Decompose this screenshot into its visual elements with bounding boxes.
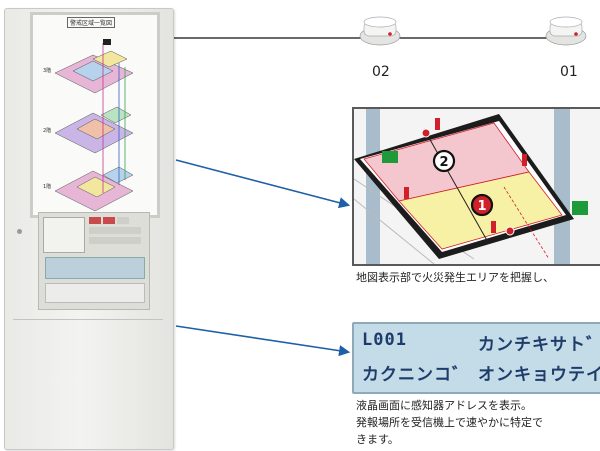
zone-marker-2 xyxy=(432,149,456,173)
panel-button-red-2[interactable] xyxy=(103,217,115,224)
smoke-detector-01-icon xyxy=(545,16,587,46)
panel-lcd-mini xyxy=(45,257,145,279)
floor-label-2: 2階 xyxy=(43,128,52,134)
floor-map-detail: 2 1 xyxy=(352,107,600,266)
floor-map-drawing: 2 1 xyxy=(354,109,588,264)
smoke-detector-02-icon xyxy=(359,16,401,46)
caption-map: 地図表示部で火災発生エリアを把握し、 xyxy=(356,271,554,284)
arrow-to-lcd-icon xyxy=(175,325,351,357)
caption-lcd-line3: きます。 xyxy=(356,433,399,446)
status-display-window xyxy=(43,217,85,253)
panel-button-row[interactable] xyxy=(89,227,141,234)
map-title: 警戒区域一覧図 xyxy=(67,17,116,28)
lcd-row1-right: カンチキサト゛ウ xyxy=(478,335,600,355)
exit-sign-icon xyxy=(382,151,398,163)
floor-label-1: 1階 xyxy=(43,184,52,190)
caption-lcd-line1: 液晶画面に感知器アドレスを表示。 xyxy=(356,399,532,412)
isometric-building-drawing xyxy=(54,39,134,212)
panel-divider xyxy=(13,319,163,320)
panel-button-gray[interactable] xyxy=(117,217,129,224)
floor-label-3: 3階 xyxy=(43,68,52,74)
panel-button-red[interactable] xyxy=(89,217,101,224)
control-buttons xyxy=(89,217,143,251)
lcd-row2-left: カクニンコ゛ xyxy=(362,365,470,385)
arrow-to-map-icon xyxy=(175,159,351,209)
receiver-control-unit xyxy=(38,212,150,310)
panel-button-row-2[interactable] xyxy=(89,237,141,244)
zone-marker-1 xyxy=(470,193,494,217)
panel-keypad-cover xyxy=(45,283,145,303)
zone-marker-2-label: 2 xyxy=(439,155,448,170)
detector-label-01: 01 xyxy=(560,64,578,80)
caption-lcd-line2: 発報場所を受信機上で速やかに特定で xyxy=(356,416,543,429)
lcd-address-display: L001 カンチキサト゛ウ カクニンコ゛ オンキョウテイシ xyxy=(352,322,600,394)
panel-location-marker xyxy=(103,39,111,45)
detector-label-02: 02 xyxy=(372,64,390,80)
panel-floor-map-display: 警戒区域一覧図 3階 2階 1階 xyxy=(30,12,160,218)
panel-lock-icon xyxy=(17,229,22,234)
zone-marker-1-label: 1 xyxy=(477,199,486,214)
wiring-line xyxy=(423,128,490,245)
exit-sign-icon-2 xyxy=(572,201,588,215)
lcd-row2-right: オンキョウテイシ xyxy=(478,365,600,385)
lcd-row1-left: L001 xyxy=(362,330,407,350)
